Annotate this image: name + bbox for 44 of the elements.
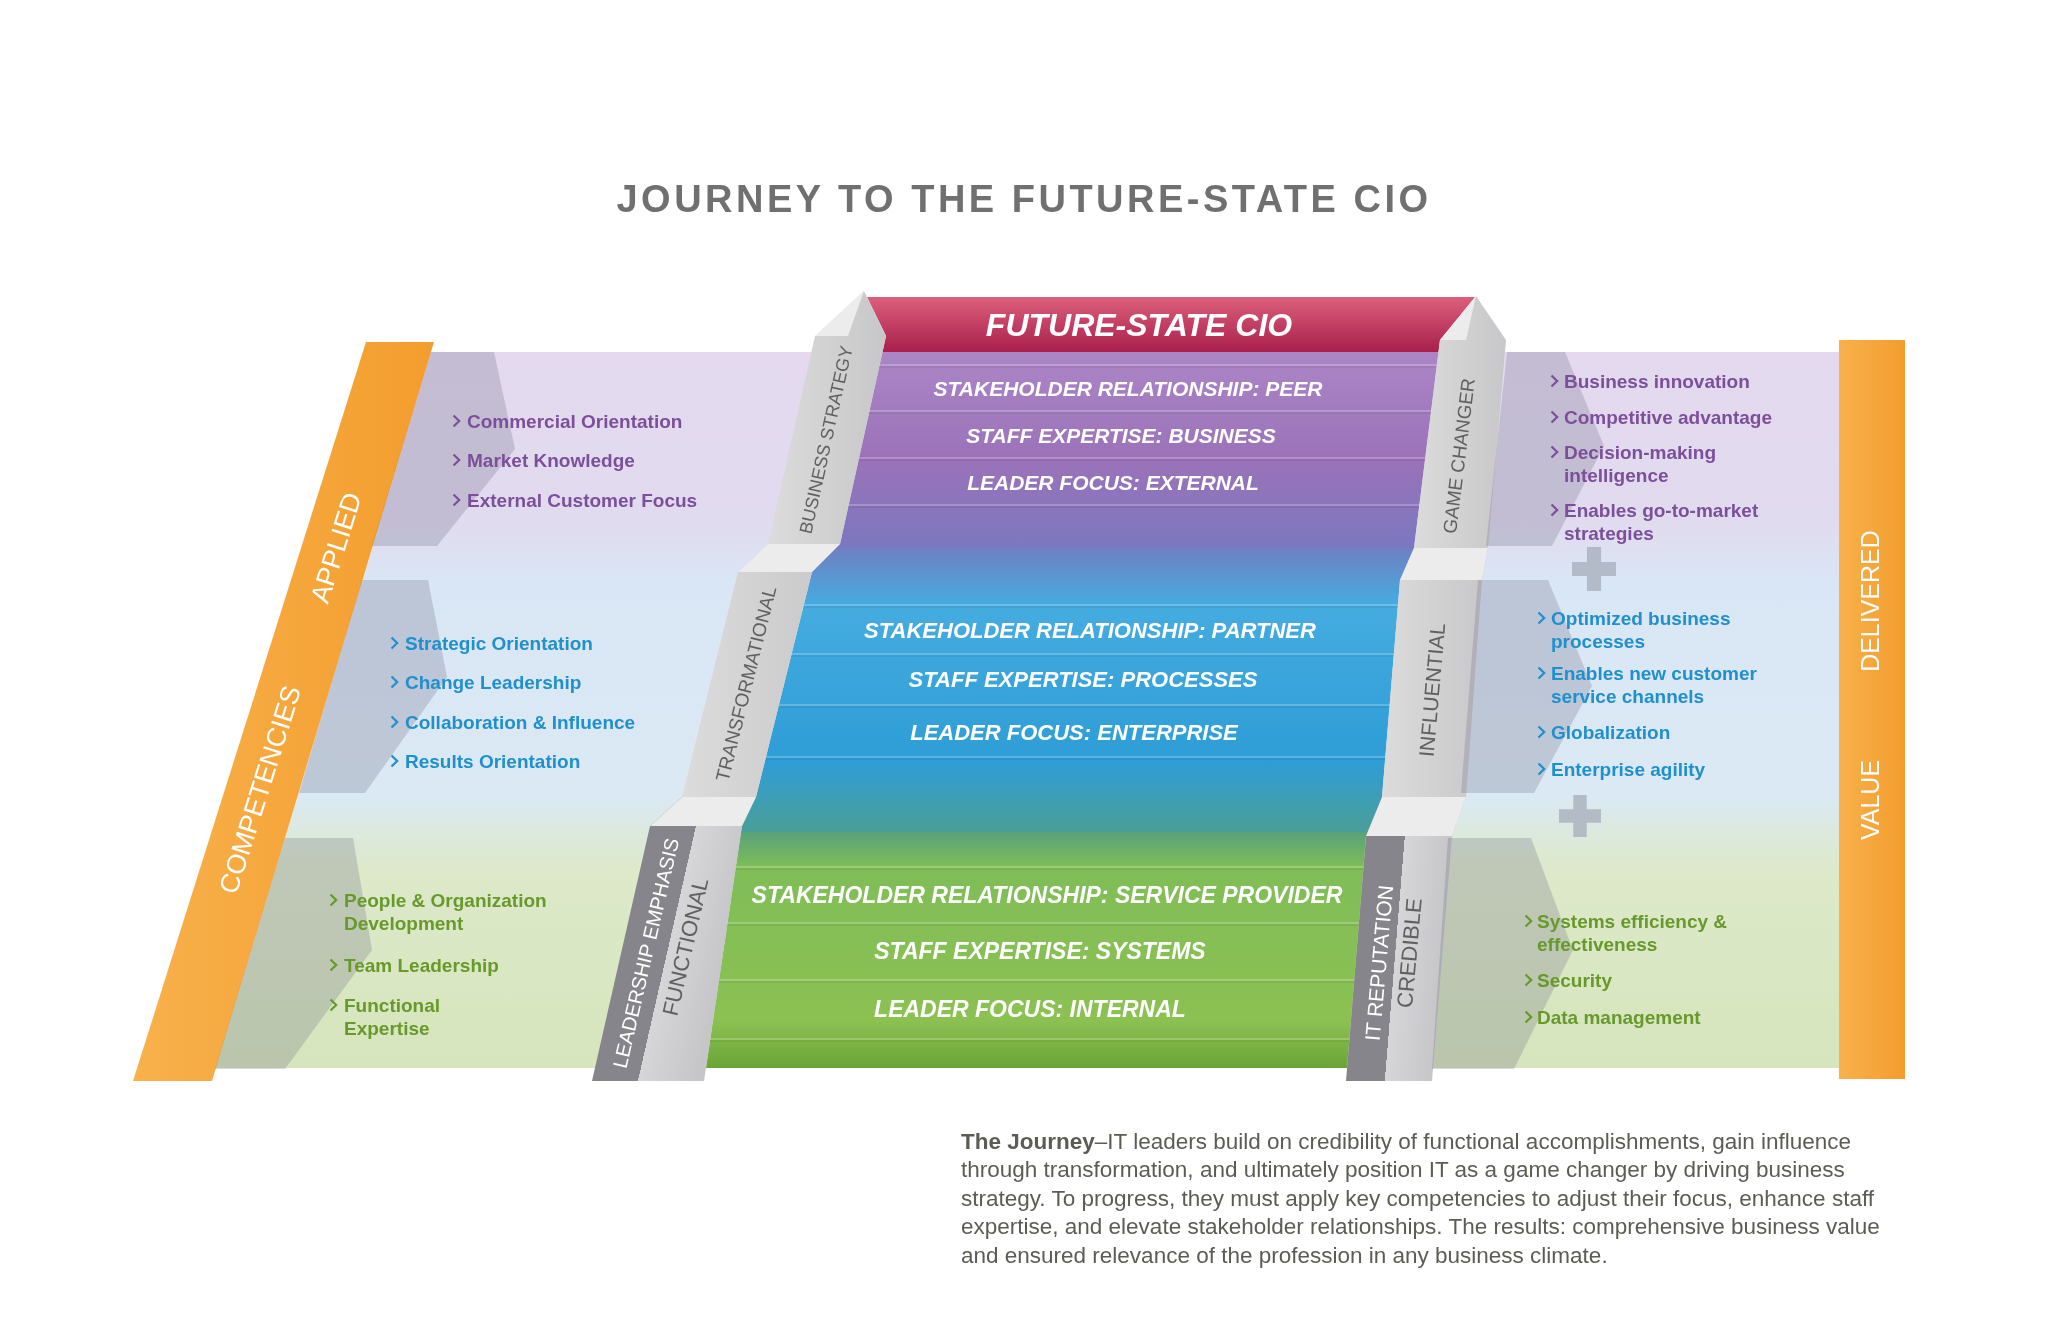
list-item: People & Organization Development	[344, 888, 548, 935]
banner-label: FUTURE-STATE CIO	[985, 308, 1293, 344]
list-item: Business innovation	[1564, 369, 1750, 393]
step-label: LEADER FOCUS: EXTERNAL	[967, 471, 1259, 495]
list-item: Collaboration & Influence	[405, 710, 636, 734]
list-item: Functional Expertise	[344, 993, 442, 1040]
banner-label: DELIVERED	[1857, 530, 1885, 672]
ribbon-segment	[766, 290, 888, 546]
ribbon-segment	[1412, 295, 1508, 549]
list-item: Competitive advantage	[1564, 405, 1772, 429]
list-item: Change Leadership	[405, 670, 582, 694]
list-item: Data management	[1537, 1005, 1701, 1029]
step-label: STAFF EXPERTISE: SYSTEMS	[874, 939, 1206, 965]
banner-label: VALUE	[1857, 759, 1885, 841]
step-label: STAFF EXPERTISE: BUSINESS	[966, 424, 1276, 448]
ribbon-label: INFLUENTIAL	[1414, 622, 1450, 758]
list-item: Team Leadership	[344, 953, 499, 977]
list-item: Enables go-to-market strategies	[1564, 498, 1760, 545]
list-item: Strategic Orientation	[405, 631, 593, 655]
ribbon-segment	[680, 544, 842, 798]
step-label: LEADER FOCUS: INTERNAL	[874, 997, 1186, 1023]
list-item: External Customer Focus	[467, 488, 698, 512]
list-item: Decision-making intelligence	[1564, 440, 1718, 487]
ribbon-segment	[1345, 797, 1467, 1082]
list-item: Commercial Orientation	[467, 409, 683, 433]
ribbon-segment	[1380, 548, 1489, 798]
step-label: STAKEHOLDER RELATIONSHIP: PARTNER	[864, 618, 1316, 644]
step-label: STAKEHOLDER RELATIONSHIP: SERVICE PROVIDER	[751, 883, 1343, 909]
list-item: Enables new customer service channels	[1551, 661, 1758, 708]
title: JOURNEY TO THE FUTURE-STATE CIO	[616, 178, 1432, 222]
list-item: Systems efficiency & effectiveness	[1537, 909, 1729, 956]
list-item: Globalization	[1551, 720, 1671, 744]
list-item: Market Knowledge	[467, 448, 635, 472]
list-item: Security	[1537, 968, 1612, 992]
vertical-banner	[1839, 340, 1905, 1079]
ribbon-label: GAME CHANGER	[1440, 377, 1480, 535]
top-banner	[866, 296, 1476, 353]
list-item: Enterprise agility	[1551, 757, 1706, 781]
step-label: STAKEHOLDER RELATIONSHIP: PEER	[933, 377, 1323, 401]
step-label: LEADER FOCUS: ENTERPRISE	[910, 720, 1238, 746]
list-item: Results Orientation	[405, 749, 581, 773]
list-item: Optimized business processes	[1551, 606, 1732, 653]
step-label: STAFF EXPERTISE: PROCESSES	[908, 667, 1258, 693]
caption: The Journey–IT leaders build on credibility of functional accomplishments, gain influence through transformation, and ultimately position IT as a game changer by driving business strategy. To progress, they must apply key competencies to adjust their focus, enhance staff expertise, and elevate stakeholder relationships. The results: comprehensive business value and ensured relevance of the profession in any business climate.	[961, 1128, 1881, 1270]
